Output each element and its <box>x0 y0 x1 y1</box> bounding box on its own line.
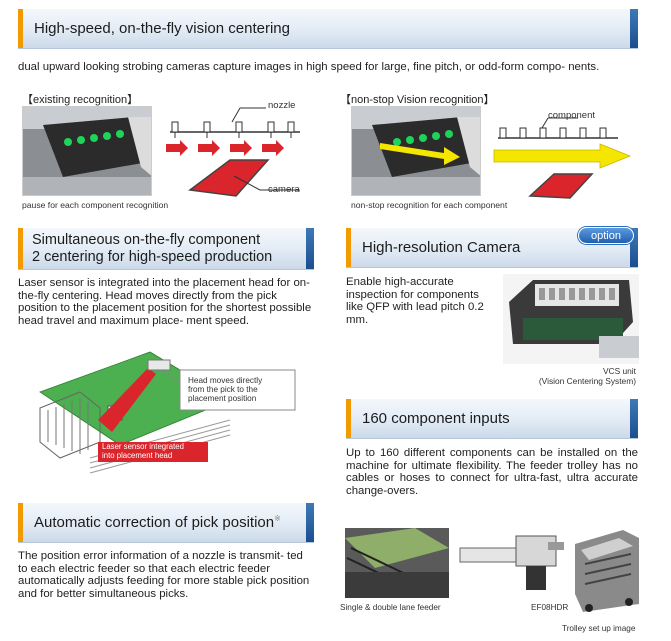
simultaneous-body-text: Laser sensor is integrated into the plac… <box>18 277 312 327</box>
existing-recognition-diagram <box>166 107 300 197</box>
nozzle-label: nozzle <box>268 100 296 111</box>
existing-recognition-caption: pause for each component recognition <box>22 200 169 210</box>
trolley-photo <box>573 524 639 614</box>
vision-section-title: High-speed, on-the-fly vision centering <box>34 20 290 37</box>
correction-title-text: Automatic correction of pick position <box>34 514 275 531</box>
vcs-unit-caption: VCS unit (Vision Centering System) <box>530 366 636 386</box>
vcs-caption-line1: VCS unit <box>602 366 636 376</box>
option-badge: option <box>578 227 634 244</box>
vision-intro-text: dual upward looking strobing cameras cap… <box>18 61 600 73</box>
feeder-lane-photo <box>345 528 449 598</box>
ef08hdr-caption: EF08HDR <box>531 603 569 612</box>
feeder-caption: Single & double lane feeder <box>340 603 441 612</box>
head-moves-callout: Head moves directly from the pick to the… <box>188 376 262 403</box>
laser-sensor-label: Laser sensor integrated into placement h… <box>102 442 184 460</box>
simultaneous-section-title: Simultaneous on-the-fly component 2 cent… <box>18 232 272 266</box>
component-label: component <box>548 110 596 121</box>
callout-line3: placement position <box>188 394 257 403</box>
nonstop-recognition-diagram <box>493 117 632 199</box>
inputs-section-header: 160 component inputs <box>346 399 638 439</box>
simultaneous-section-header: Simultaneous on-the-fly component 2 cent… <box>18 228 314 270</box>
laser-line2: into placement head <box>102 451 173 460</box>
trolley-caption: Trolley set up image <box>562 624 636 633</box>
camera-section-header: High-resolution Camera <box>346 228 638 268</box>
existing-head-photo <box>22 106 152 196</box>
ef08hdr-photo <box>456 528 568 598</box>
callout-line1: Head moves directly <box>188 376 263 385</box>
simultaneous-title-line1: Simultaneous on-the-fly component <box>32 231 261 248</box>
nonstop-head-photo <box>351 106 481 196</box>
vcs-unit-photo <box>503 274 639 364</box>
camera-body-text: Enable high-accurate inspection for comp… <box>346 276 484 326</box>
correction-section-title: Automatic correction of pick position※ <box>18 514 281 531</box>
correction-body-text: The position error information of a nozz… <box>18 550 310 600</box>
camera-section-title: High-resolution Camera <box>362 239 521 256</box>
callout-line2: from the pick to the <box>188 385 258 394</box>
existing-recognition-label: 【existing recognition】 <box>22 94 139 106</box>
correction-note-mark: ※ <box>274 514 281 523</box>
inputs-section-title: 160 component inputs <box>362 410 510 427</box>
nonstop-recognition-label: 【non-stop Vision recognition】 <box>340 94 495 106</box>
simultaneous-title-line2: 2 centering for high-speed production <box>32 248 273 265</box>
vcs-caption-line2: (Vision Centering System) <box>538 376 636 386</box>
laser-sensor-diagram <box>39 351 296 474</box>
vision-section-header: High-speed, on-the-fly vision centering <box>18 9 638 49</box>
camera-label: camera <box>268 184 300 195</box>
inputs-body-text: Up to 160 different components can be in… <box>346 447 638 497</box>
correction-section-header: Automatic correction of pick position※ <box>18 503 314 543</box>
laser-line1: Laser sensor integrated <box>102 442 184 451</box>
nonstop-recognition-caption: non-stop recognition for each component <box>351 200 508 210</box>
